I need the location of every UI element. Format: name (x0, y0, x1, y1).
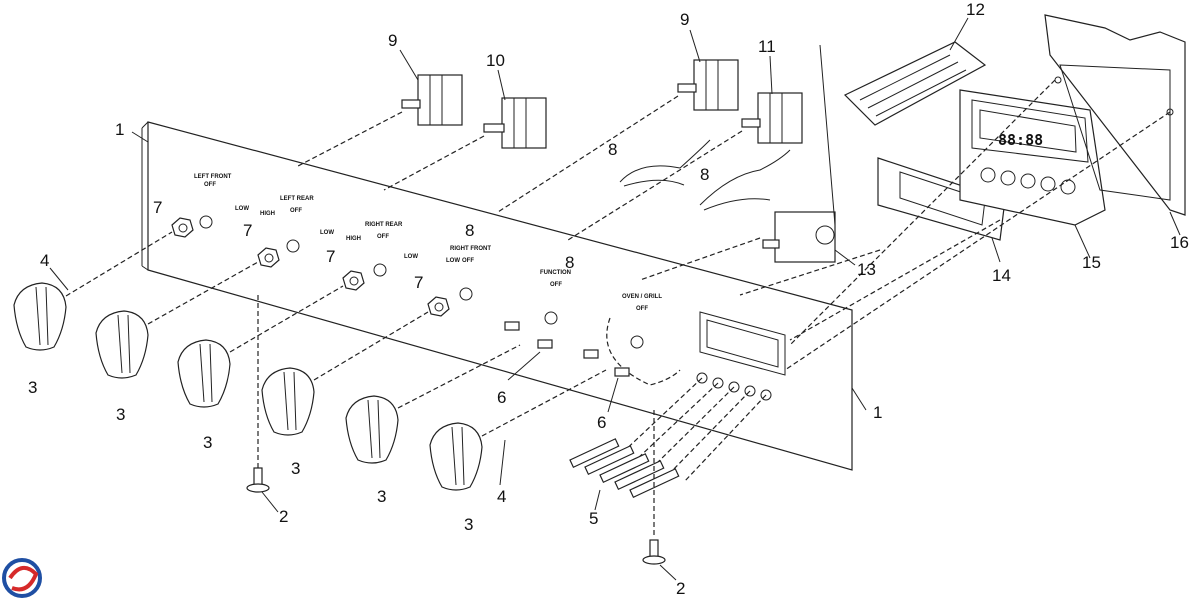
callout-3: 3 (291, 459, 300, 478)
callout-8: 8 (465, 221, 474, 240)
callout-7: 7 (153, 198, 162, 217)
label-right-front-low: LOW (404, 254, 418, 260)
label-right-rear-off: OFF (377, 234, 389, 240)
callout-1: 1 (873, 403, 882, 422)
callout-2: 2 (279, 507, 288, 526)
label-function-off: OFF (550, 282, 562, 288)
callout-9: 9 (680, 10, 689, 29)
callout-3: 3 (464, 515, 473, 534)
knob (345, 395, 399, 464)
callout-numbers: 1 1 2 2 3 3 3 3 3 3 4 4 5 6 6 7 7 7 7 8 … (28, 0, 1189, 598)
label-right-rear-high: HIGH (346, 236, 361, 242)
label-right-front-low2: LOW (446, 258, 460, 264)
label-right-front-off: OFF (462, 258, 474, 264)
control-knobs (13, 282, 483, 491)
callout-13: 13 (857, 260, 876, 279)
callout-14: 14 (992, 266, 1011, 285)
label-oven-grill: OVEN / GRILL (622, 294, 662, 300)
label-left-rear: LEFT REAR (280, 196, 314, 202)
callout-15: 15 (1082, 253, 1101, 272)
knob (261, 367, 315, 436)
switch-10 (483, 97, 547, 149)
callout-3: 3 (203, 433, 212, 452)
label-left-rear-low: LOW (235, 206, 249, 212)
callout-4: 4 (497, 487, 506, 506)
knob (429, 422, 483, 491)
module-dashed-leaders (784, 79, 1171, 371)
switch-dashed-leaders (297, 95, 881, 296)
logo-red-swirl (8, 566, 39, 592)
display-window (699, 311, 786, 376)
logo-blue-ring (2, 558, 42, 598)
callout-8: 8 (700, 165, 709, 184)
knob (13, 282, 67, 351)
callout-3: 3 (377, 487, 386, 506)
wire-harness (619, 139, 791, 211)
label-right-rear: RIGHT REAR (365, 222, 403, 228)
label-left-front: LEFT FRONT (194, 174, 232, 180)
switch-9-left (401, 74, 463, 126)
panel-labels: LEFT FRONT OFF LEFT REAR OFF LOW HIGH RI… (194, 174, 662, 312)
label-left-rear-off: OFF (290, 208, 302, 214)
callout-7: 7 (243, 221, 252, 240)
button-holes (696, 372, 772, 401)
callout-12: 12 (966, 0, 985, 19)
callout-11: 11 (758, 37, 776, 56)
callout-3: 3 (28, 378, 37, 397)
clock-display: 88:88 (998, 131, 1043, 149)
knob-dashed-leaders (65, 231, 607, 437)
control-panel (141, 121, 853, 471)
callout-7: 7 (326, 247, 335, 266)
switch-9-right (677, 59, 739, 111)
callout-1: 1 (115, 120, 124, 139)
callout-6: 6 (597, 413, 606, 432)
thermostat (762, 44, 836, 263)
label-oven-grill-off: OFF (636, 306, 648, 312)
callout-8: 8 (608, 140, 617, 159)
callout-2: 2 (676, 579, 685, 598)
callout-8: 8 (565, 253, 574, 272)
callout-6: 6 (497, 388, 506, 407)
knob (177, 339, 231, 408)
label-function: FUNCTION (540, 270, 571, 276)
callout-leaders (49, 17, 1181, 581)
screws (246, 295, 666, 565)
callout-3: 3 (116, 405, 125, 424)
clock-module: 88:88 (959, 89, 1106, 226)
relay-board (843, 41, 987, 126)
label-right-front: RIGHT FRONT (450, 246, 491, 252)
label-left-front-off: OFF (204, 182, 216, 188)
panel-screws (504, 321, 630, 377)
label-right-rear-low: LOW (320, 230, 334, 236)
callout-10: 10 (486, 51, 505, 70)
switch-11 (741, 92, 803, 144)
hex-nuts (171, 217, 450, 317)
knob (95, 310, 149, 379)
callout-7: 7 (414, 273, 423, 292)
callout-4: 4 (40, 251, 49, 270)
brand-logo (2, 558, 42, 598)
label-left-rear-high: HIGH (260, 211, 275, 217)
callout-9: 9 (388, 31, 397, 50)
callout-5: 5 (589, 509, 598, 528)
callout-16: 16 (1170, 233, 1189, 252)
mounting-bracket (1044, 14, 1186, 216)
